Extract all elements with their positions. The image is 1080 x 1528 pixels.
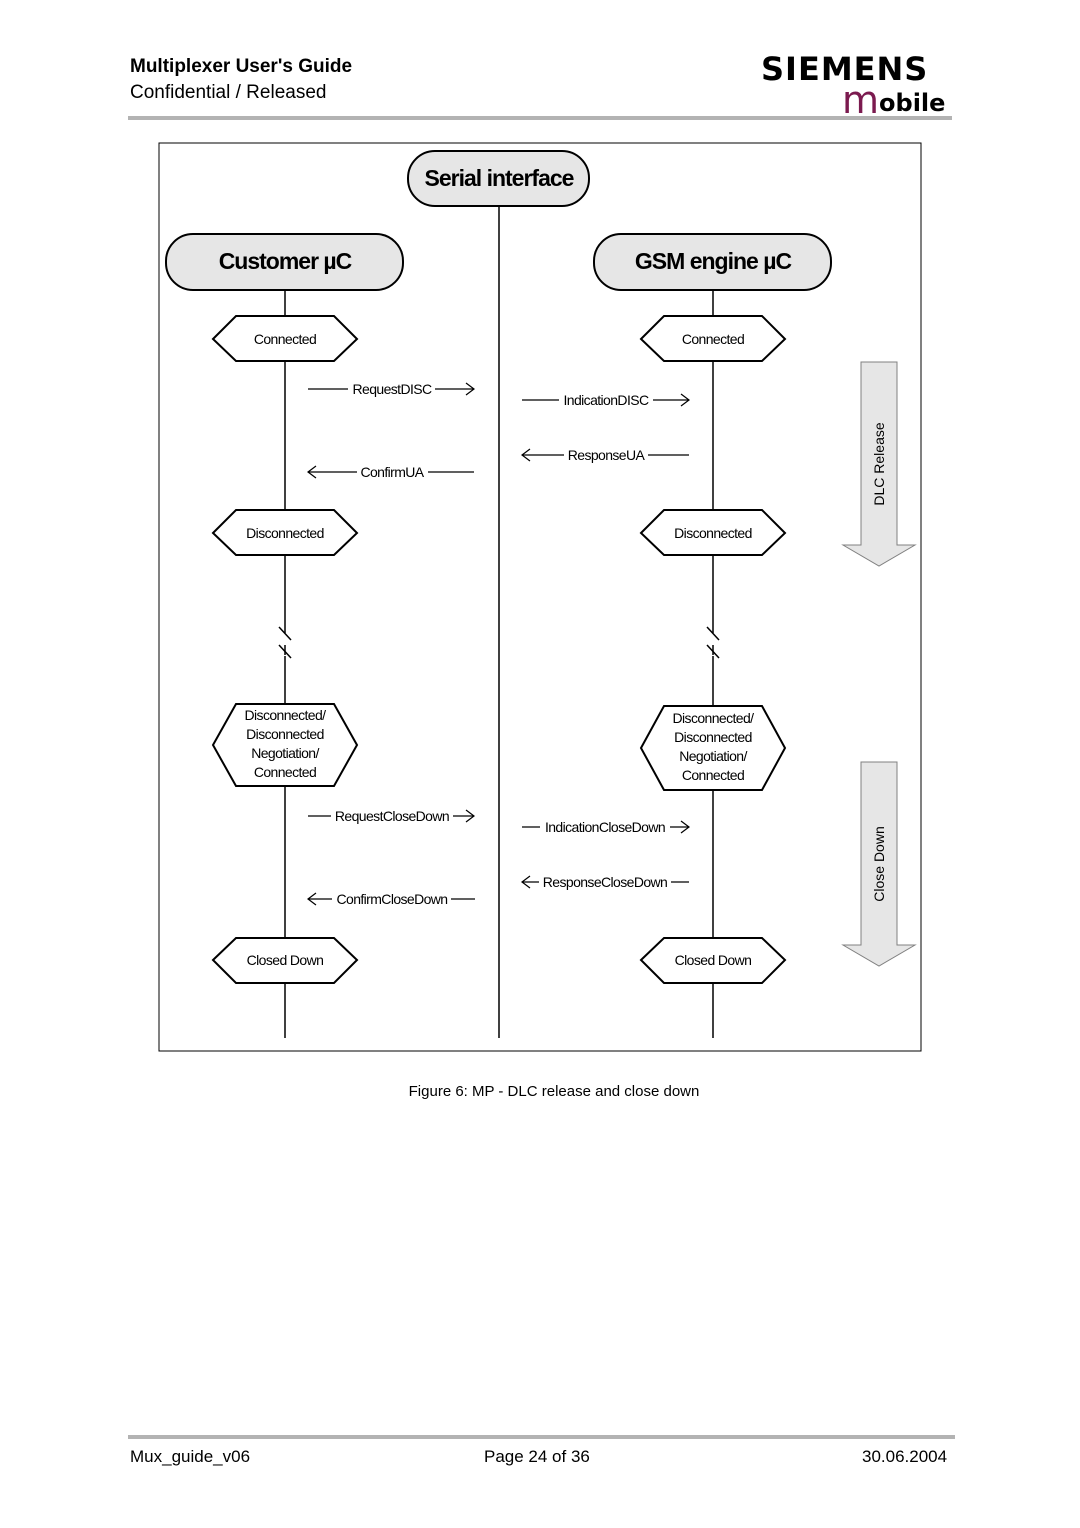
dlc-release-label: DLC Release xyxy=(871,422,887,505)
customer-break-mark xyxy=(278,644,292,659)
gsm-state-closed-down-label: Closed Down xyxy=(675,952,752,968)
gsm-engine-heading: GSM engine µC xyxy=(635,248,792,274)
message-indication-disc: IndicationDISC xyxy=(564,392,649,408)
message-response-close-down: ResponseCloseDown xyxy=(543,874,667,890)
gsm-engine-box xyxy=(593,233,832,291)
gsm-break-mark xyxy=(706,644,720,659)
figure-frame xyxy=(158,142,922,1052)
customer-state-multi-line: Connected xyxy=(254,764,316,780)
customer-state-disconnected-label: Disconnected xyxy=(246,525,324,541)
document-title: Multiplexer User's Guide xyxy=(130,56,353,77)
serial-interface-box xyxy=(407,150,590,207)
footer-rule xyxy=(128,1435,955,1439)
mobile-logo-rest: obile xyxy=(879,89,946,117)
mobile-logo-m: m xyxy=(842,78,880,122)
gsm-state-closed-down xyxy=(639,937,787,984)
mobile-logo: mobile xyxy=(842,78,945,122)
siemens-logo: SIEMENS xyxy=(761,50,929,88)
close-down-label: Close Down xyxy=(871,826,887,901)
gsm-state-disconnected xyxy=(639,509,787,556)
customer-break-mark xyxy=(278,626,292,641)
footer-date: 30.06.2004 xyxy=(862,1447,948,1466)
document-subtitle: Confidential / Released xyxy=(130,82,327,103)
message-confirm-ua: ConfirmUA xyxy=(360,464,424,480)
gsm-state-disconnected-label: Disconnected xyxy=(674,525,752,541)
message-response-ua: ResponseUA xyxy=(568,447,646,463)
gsm-state-multi-line: Disconnected/ xyxy=(673,710,755,726)
customer-state-multi-line: Disconnected xyxy=(246,726,324,742)
customer-state-disconnected xyxy=(211,509,359,556)
message-request-disc: RequestDISC xyxy=(353,381,432,397)
customer-state-multi-line: Negotiation/ xyxy=(251,745,319,761)
message-indication-close-down: IndicationCloseDown xyxy=(545,819,665,835)
dlc-release-phase-arrow xyxy=(841,361,917,567)
header-rule xyxy=(128,116,952,120)
gsm-state-connected xyxy=(639,315,787,362)
message-confirm-close-down: ConfirmCloseDown xyxy=(337,891,448,907)
customer-uc-heading: Customer µC xyxy=(219,248,352,274)
close-down-phase-arrow xyxy=(841,761,917,967)
gsm-state-multi-line: Negotiation/ xyxy=(679,748,747,764)
gsm-state-multi-line: Disconnected xyxy=(674,729,752,745)
serial-interface-heading: Serial interface xyxy=(425,165,574,191)
customer-state-multi xyxy=(211,703,359,787)
customer-state-multi-line: Disconnected/ xyxy=(245,707,327,723)
gsm-state-connected-label: Connected xyxy=(682,331,744,347)
gsm-state-multi-line: Connected xyxy=(682,767,744,783)
customer-state-connected-label: Connected xyxy=(254,331,316,347)
figure-caption: Figure 6: MP - DLC release and close dow… xyxy=(408,1083,700,1100)
gsm-break-mark xyxy=(706,626,720,641)
footer-document-name: Mux_guide_v06 xyxy=(130,1447,251,1466)
customer-state-connected xyxy=(211,315,359,362)
footer-page-number: Page 24 of 36 xyxy=(484,1447,590,1466)
customer-state-closed-down xyxy=(211,937,359,984)
message-request-close-down: RequestCloseDown xyxy=(335,808,449,824)
customer-uc-box xyxy=(165,233,404,291)
gsm-state-multi xyxy=(639,705,787,791)
customer-state-closed-down-label: Closed Down xyxy=(247,952,324,968)
